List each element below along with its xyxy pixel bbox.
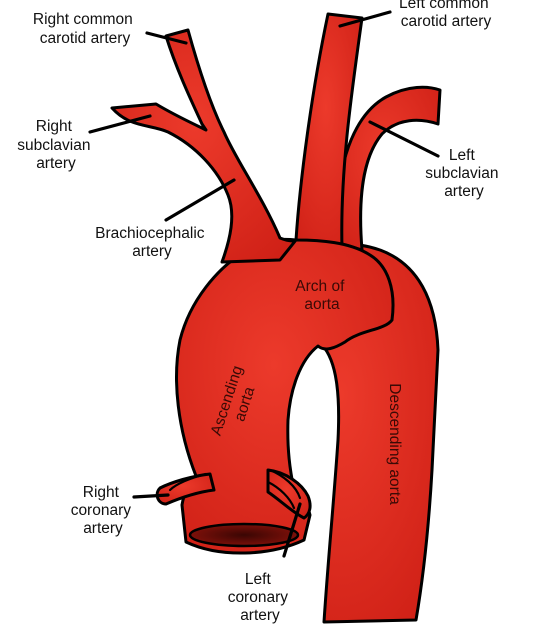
- label-left-common-carotid: Left common carotid artery: [399, 0, 493, 30]
- label-arch-of-aorta: Arch of aorta: [295, 278, 348, 313]
- label-brachiocephalic: Brachiocephalic artery: [95, 225, 209, 260]
- leader-left-common-carotid: [338, 10, 392, 28]
- label-descending-aorta: Descending aorta: [386, 383, 403, 505]
- left-subclavian-vessel: [334, 85, 442, 252]
- aortic-arch-vessel: [175, 237, 395, 555]
- label-right-common-carotid: Right common carotid artery: [33, 11, 137, 47]
- label-right-subclavian: Right subclavian artery: [17, 118, 95, 172]
- left-common-carotid-vessel: [294, 12, 364, 250]
- left-coronary-edge-a: [268, 468, 302, 500]
- leader-right-common-carotid: [145, 31, 188, 45]
- leader-brachiocephalic: [164, 178, 236, 222]
- leader-right-subclavian: [88, 114, 152, 134]
- label-left-subclavian: Left subclavian artery: [425, 147, 503, 200]
- leader-left-subclavian: [368, 120, 440, 158]
- leader-right-coronary: [132, 493, 170, 499]
- left-coronary-edge-b: [266, 480, 296, 510]
- right-coronary-vessel: [155, 472, 216, 506]
- label-left-coronary: Left coronary artery: [228, 571, 293, 624]
- brachiocephalic-vessel: [110, 28, 298, 264]
- leader-left-coronary: [282, 502, 302, 558]
- right-coronary-edge: [168, 472, 208, 492]
- label-right-coronary: Right coronary artery: [71, 484, 136, 537]
- aortic-root-opening: [188, 522, 300, 548]
